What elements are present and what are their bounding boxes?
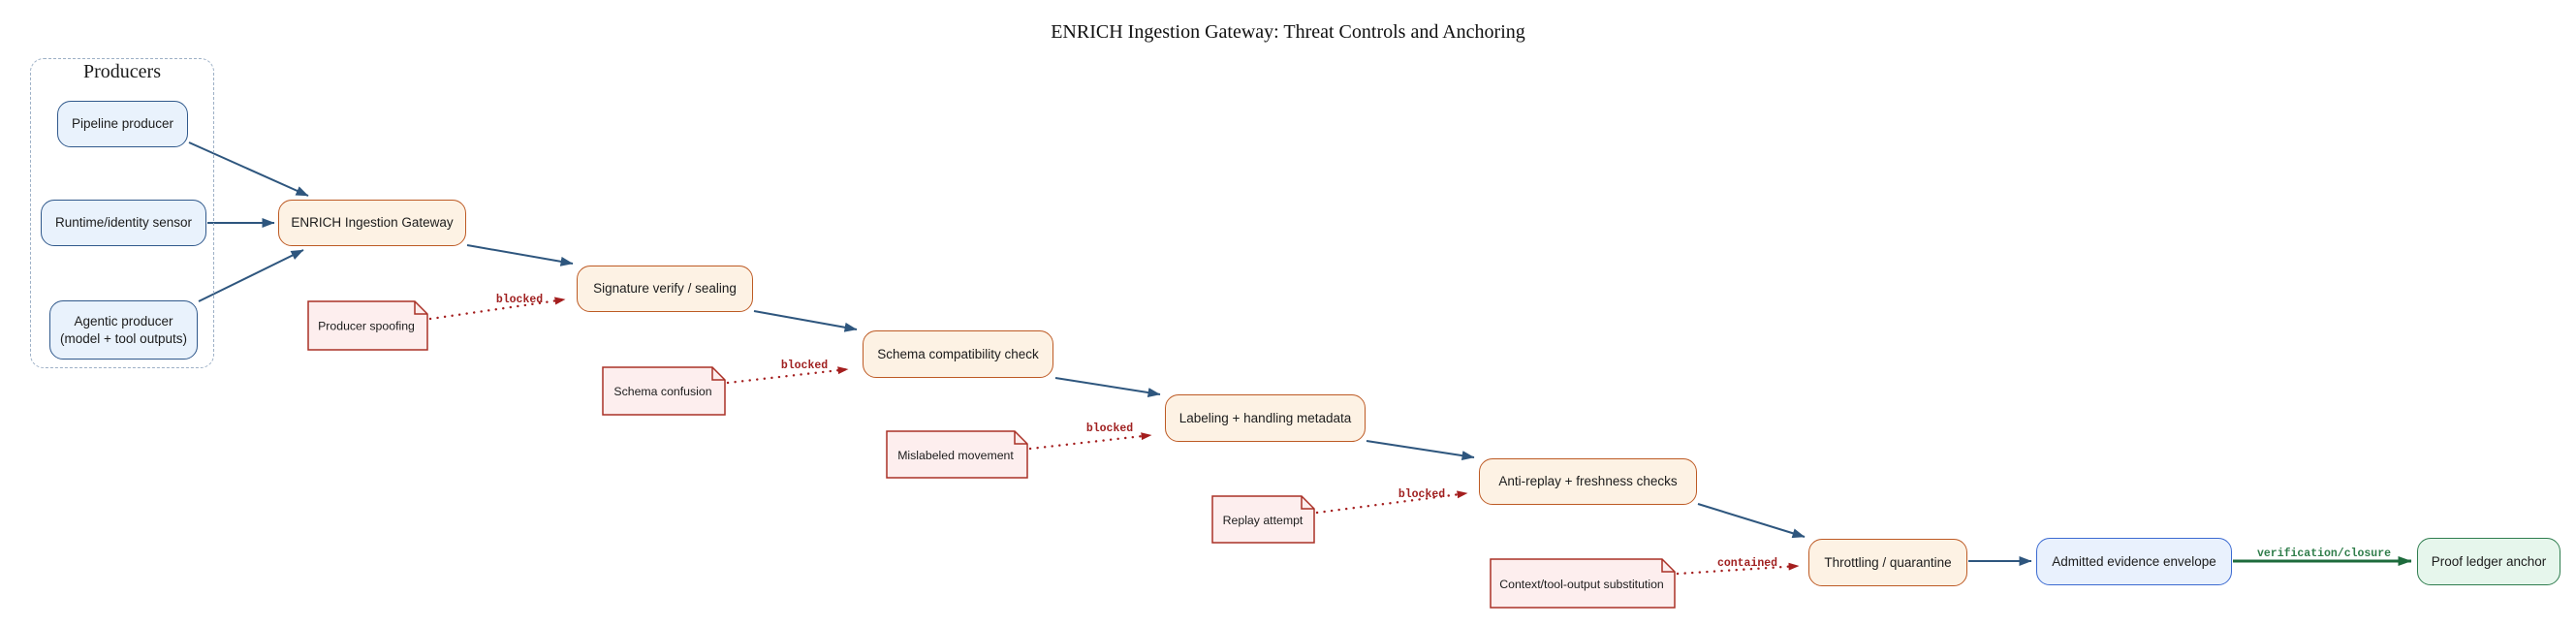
producers-cluster [30,58,214,368]
node-label: Admitted evidence envelope [2052,553,2216,569]
threat-note-mislabeled-movement: Mislabeled movement [886,430,1028,479]
threat-note-context-substitution: Context/tool-output substitution [1490,558,1676,609]
edge-label-blocked-1: blocked [496,294,543,306]
node-antireplay-freshness-checks: Anti-replay + freshness checks [1479,458,1697,505]
node-label: Runtime/identity sensor [54,215,193,231]
note-shape [886,430,1028,479]
diagram-title: ENRICH Ingestion Gateway: Threat Control… [1051,21,1525,43]
note-label: Producer spoofing [318,320,415,333]
edge-agentic-gateway [198,249,304,302]
edge-spoofing-signature [428,297,567,321]
note-shape [1211,495,1315,544]
note-label: Context/tool-output substitution [1499,578,1664,591]
edge-label-blocked-2: blocked [781,360,828,372]
edge-label-verification: verification/closure [2257,548,2391,560]
threat-note-producer-spoofing: Producer spoofing [307,300,428,351]
note-shape [1490,558,1676,609]
edge-antireplay-throttling [1697,503,1806,539]
node-proof-ledger-anchor: Proof ledger anchor [2417,538,2560,585]
threat-note-replay-attempt: Replay attempt [1211,495,1315,544]
edge-mislabeled-labeling [1028,432,1153,451]
node-label-line2: (model + tool outputs) [60,330,187,346]
node-throttling-quarantine: Throttling / quarantine [1808,539,1967,586]
note-shape [307,300,428,351]
edge-replay-antireplay [1315,490,1469,515]
edge-signature-schema [753,310,858,332]
threat-note-schema-confusion: Schema confusion [602,366,726,416]
node-label: Proof ledger anchor [2431,553,2547,569]
node-labeling-handling-metadata: Labeling + handling metadata [1165,394,1366,442]
node-label: Schema compatibility check [877,346,1039,361]
edge-pipeline-gateway [188,141,309,197]
node-label-line1: Agentic producer [74,313,173,329]
note-fold-icon [1014,431,1027,445]
note-fold-icon [414,301,427,315]
edge-schema-labeling [1054,377,1161,397]
edge-label-blocked-3: blocked [1086,423,1133,435]
note-fold-icon [711,367,725,381]
edge-label-contained: contained [1717,557,1777,570]
producers-cluster-label: Producers [83,61,161,82]
node-label: Pipeline producer [71,116,174,132]
note-label: Replay attempt [1223,514,1304,527]
node-enrich-ingestion-gateway: ENRICH Ingestion Gateway [278,200,466,246]
node-label: Labeling + handling metadata [1178,410,1352,425]
node-signature-verify-sealing: Signature verify / sealing [577,266,753,312]
note-label: Schema confusion [613,385,711,398]
note-label: Mislabeled movement [897,449,1014,462]
node-label: Signature verify / sealing [593,281,737,297]
node-schema-compatibility-check: Schema compatibility check [863,330,1053,378]
edge-gateway-signature [466,244,574,266]
note-fold-icon [1661,559,1675,573]
node-agentic-producer: Agentic producer (model + tool outputs) [49,300,198,360]
node-label: ENRICH Ingestion Gateway [291,215,454,231]
node-pipeline-producer: Pipeline producer [57,101,188,147]
node-label: Anti-replay + freshness checks [1498,474,1678,489]
note-fold-icon [1301,496,1314,510]
edge-labeling-antireplay [1366,440,1475,461]
edge-label-blocked-4: blocked [1398,488,1445,501]
node-label: Throttling / quarantine [1824,554,1952,570]
node-admitted-evidence-envelope: Admitted evidence envelope [2036,538,2232,585]
node-runtime-identity-sensor: Runtime/identity sensor [41,200,206,246]
note-shape [602,366,726,416]
